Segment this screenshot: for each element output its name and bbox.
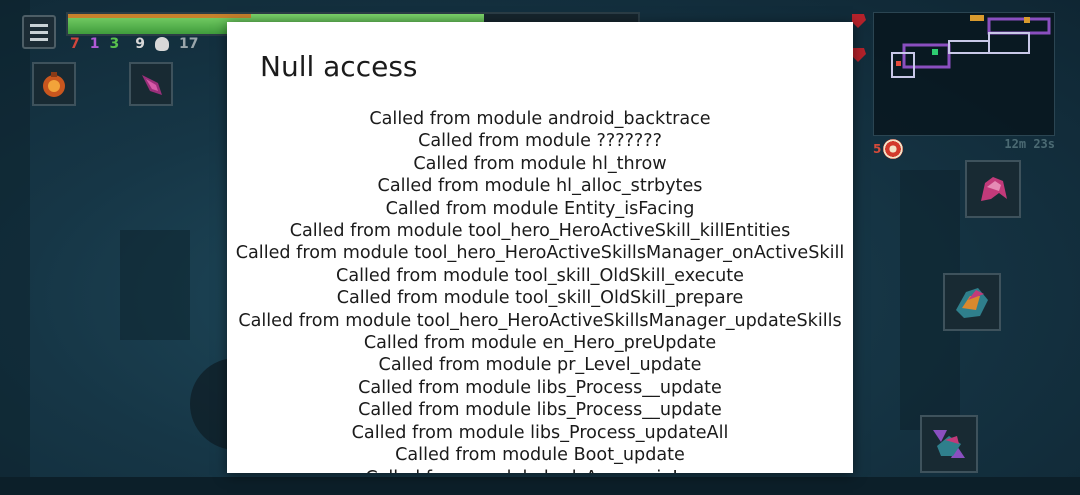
brutality-stat: 7: [70, 36, 80, 52]
menu-button[interactable]: [22, 15, 56, 49]
curse-counter: 5: [873, 137, 904, 161]
backtrace-line: Called from module android_backtrace: [369, 109, 711, 129]
red-key-icon: [852, 14, 866, 28]
kills-count: 17: [179, 36, 199, 52]
background-rock: [120, 230, 190, 340]
backtrace-line: Called from module ???????: [418, 131, 662, 152]
backtrace-line: Called from module libs_Process__update: [358, 400, 722, 421]
backtrace-line: Called from module hl_alloc_strbytes: [377, 176, 703, 197]
health-bar-overlay: [68, 14, 251, 18]
skill-button-middle[interactable]: [943, 273, 1001, 331]
secondary-skill-slot[interactable]: [129, 62, 173, 106]
hamburger-menu-icon: [30, 23, 48, 27]
primary-skill-slot[interactable]: [32, 62, 76, 106]
cells-count: 9: [135, 36, 145, 52]
stats-row: 7 1 3 9 17: [70, 34, 198, 54]
pink-creature-skill-icon: [981, 177, 1007, 201]
fire-grenade-icon: [43, 72, 65, 97]
backtrace-line: Called from module tool_skill_OldSkill_p…: [336, 288, 744, 309]
swap-skill-icon: [933, 430, 965, 458]
minimap[interactable]: [873, 12, 1055, 136]
whirl-skill-icon: [956, 288, 988, 318]
curse-count: 5: [873, 142, 882, 156]
backtrace-line: Called from module tool_hero_HeroActiveS…: [289, 221, 791, 242]
backtrace-line: Called from module Entity_isFacing: [385, 198, 695, 219]
backtrace-line: Called from module hxd_App_mainLoop: [227, 467, 853, 474]
backtrace-line: Called from module en_Hero_preUpdate: [363, 333, 717, 354]
skill-button-bottom[interactable]: [920, 415, 978, 473]
dialog-title: Null access: [260, 50, 418, 83]
backtrace-line: Called from module tool_hero_HeroActiveS…: [235, 243, 845, 264]
skill-button-top[interactable]: [965, 160, 1021, 218]
target-icon: [883, 139, 904, 159]
background-pillar: [0, 0, 30, 495]
backtrace-line: Called from module pr_Level_update: [378, 355, 702, 376]
survival-stat: 3: [109, 36, 120, 52]
error-dialog: Null access Called from module android_b…: [227, 22, 853, 473]
ground-strip: [0, 477, 1080, 495]
skull-icon: [155, 37, 169, 51]
tactics-stat: 1: [89, 36, 100, 52]
minimap-rooms: [891, 15, 1051, 78]
backtrace-line: Called from module tool_hero_HeroActiveS…: [238, 310, 842, 331]
magic-missile-icon: [142, 75, 162, 95]
backtrace-line: Called from module libs_Process_updateAl…: [351, 422, 729, 443]
backtrace-line: Called from module Boot_update: [395, 445, 685, 466]
backtrace-line: Called from module hl_throw: [413, 153, 667, 174]
run-timer: 12m 23s: [1004, 137, 1055, 151]
red-key-icon: [852, 48, 866, 62]
backtrace-line: Called from module libs_Process__update: [358, 377, 722, 398]
backtrace-line: Called from module tool_skill_OldSkill_e…: [336, 265, 744, 286]
